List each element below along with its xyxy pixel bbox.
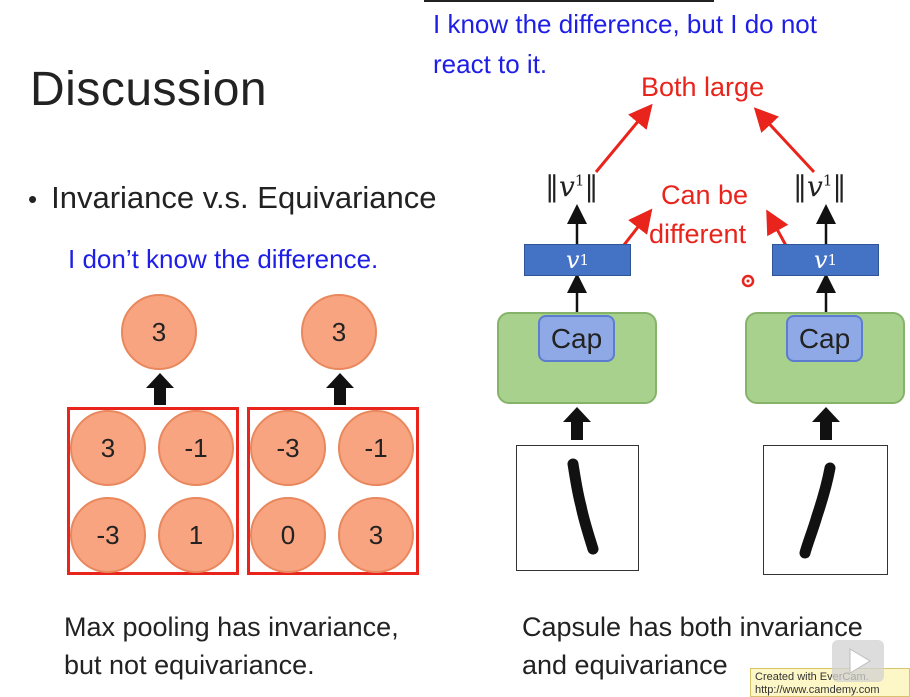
equivariance-note-line2: react to it.: [433, 49, 548, 79]
capsule-caption: Capsule has both invariance and equivari…: [522, 608, 863, 684]
slide-title: Discussion: [30, 63, 268, 116]
invariance-note: I don’t know the difference.: [68, 244, 379, 274]
pool-input-node: -3: [70, 497, 146, 573]
bullet-dot-icon: •: [28, 184, 38, 214]
pool-input-node: -1: [158, 410, 234, 486]
pooling-window-2: [247, 407, 419, 575]
different-label: different: [649, 219, 747, 249]
capsule-caption-line1: Capsule has both invariance: [522, 612, 863, 642]
watermark-badge: Created with EverCam. http://www.camdemy…: [750, 668, 910, 697]
digit-one-tilted-icon: [799, 462, 836, 559]
play-icon: [849, 648, 871, 674]
bullet-text: Invariance v.s. Equivariance: [51, 180, 437, 215]
watermark-line2: http://www.camdemy.com: [755, 684, 880, 696]
both-large-arrow-right: [753, 107, 816, 174]
equivariance-note-line1: I know the difference, but I do not: [433, 9, 817, 39]
equivariance-note: I know the difference, but I do not reac…: [433, 4, 903, 84]
capsule-input-arrow-1-icon: [563, 407, 591, 440]
play-button[interactable]: [832, 640, 884, 682]
digit-image-1: [516, 445, 639, 571]
cap-unit-2: Cap: [786, 315, 863, 362]
pointer-marker-icon: [741, 274, 755, 288]
pooling-arrow-2-icon: [326, 373, 354, 405]
max-pooling-caption-line2: but not equivariance.: [64, 650, 315, 680]
max-pooling-caption-line1: Max pooling has invariance,: [64, 612, 399, 642]
digit-one-upright-icon: [567, 458, 599, 555]
pool-input-node: 0: [250, 497, 326, 573]
pool-input-node: 3: [338, 497, 414, 573]
pool-input-node: 1: [158, 497, 234, 573]
pool-output-node-1: 3: [121, 294, 197, 370]
digit-image-2: [763, 445, 888, 575]
top-divider: [424, 0, 714, 2]
vector-norm-1: ‖v1‖: [545, 170, 599, 203]
both-large-arrow-left: [594, 103, 653, 173]
vector-norm-2: ‖v1‖: [793, 170, 847, 203]
pooling-arrow-1-icon: [146, 373, 174, 405]
both-large-label: Both large: [641, 72, 765, 102]
max-pooling-caption: Max pooling has invariance, but not equi…: [64, 608, 399, 684]
pool-input-node: -3: [250, 410, 326, 486]
cap-unit-1: Cap: [538, 315, 615, 362]
pool-input-node: -1: [338, 410, 414, 486]
capsule-input-arrow-2-icon: [812, 407, 840, 440]
capsule-caption-line2: and equivariance: [522, 650, 728, 680]
pooling-window-1: [67, 407, 239, 575]
can-be-label: Can be: [661, 180, 749, 210]
bullet-item: • Invariance v.s. Equivariance: [28, 180, 437, 216]
pool-output-node-2: 3: [301, 294, 377, 370]
pool-input-node: 3: [70, 410, 146, 486]
